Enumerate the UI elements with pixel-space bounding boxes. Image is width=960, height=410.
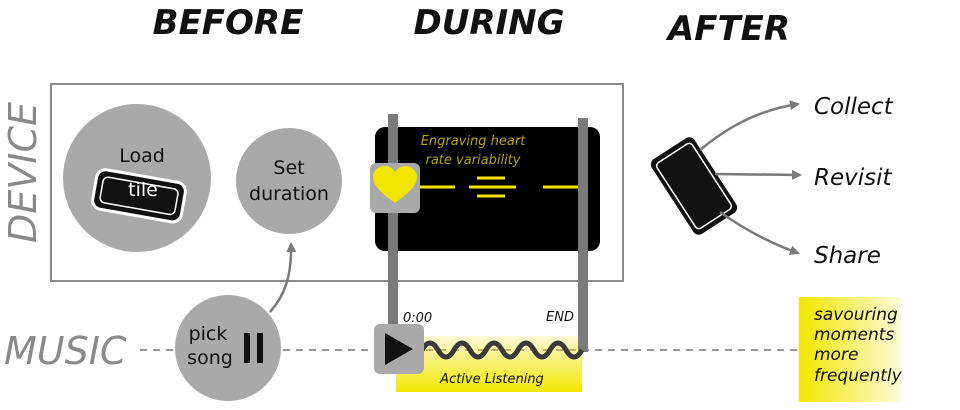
tile-screen xyxy=(375,127,600,251)
heart-rate-sensor xyxy=(370,163,420,213)
play-button[interactable] xyxy=(374,324,424,374)
set-duration-circle xyxy=(236,128,342,234)
load-tile-label-line2: tile xyxy=(128,179,158,201)
phase-before-title: BEFORE xyxy=(153,3,304,43)
pick-song-circle xyxy=(175,295,281,401)
time-end-label: END xyxy=(546,310,574,325)
end-marker-bar xyxy=(578,118,588,352)
share-label: Share xyxy=(814,243,881,269)
set-duration-step: Set duration xyxy=(236,128,342,234)
active-listening-label: Active Listening xyxy=(439,372,544,387)
share-arrow xyxy=(719,210,800,256)
engraving-label-line2: rate variability xyxy=(426,153,521,168)
pick-song-label-line2: song xyxy=(187,347,233,369)
set-duration-label-line2: duration xyxy=(249,183,329,205)
phase-during-title: DURING xyxy=(413,3,564,43)
load-tile-step: Load tile xyxy=(63,104,211,252)
time-start-label: 0:00 xyxy=(403,311,432,326)
engraving-pattern xyxy=(420,176,578,198)
outcome-line3: more xyxy=(814,345,858,365)
play-icon xyxy=(385,333,413,365)
collect-label: Collect xyxy=(814,94,894,120)
phase-after-title: AFTER xyxy=(665,9,790,49)
heart-icon xyxy=(373,166,417,203)
pick-song-label-line1: pick xyxy=(189,323,228,345)
outcome-text: savouring moments more frequently xyxy=(814,305,903,386)
pause-icon xyxy=(244,333,263,363)
load-tile-label-line1: Load xyxy=(119,145,165,167)
outcome-line1: savouring xyxy=(814,305,898,325)
tile-device-icon xyxy=(91,168,187,224)
outcome-line2: moments xyxy=(814,325,894,345)
device-lane-label: DEVICE xyxy=(1,102,45,243)
start-marker-bar xyxy=(388,114,398,332)
device-lane-frame xyxy=(50,83,624,282)
phone-device-icon xyxy=(647,134,741,238)
music-lane-label: MUSIC xyxy=(4,329,127,373)
revisit-label: Revisit xyxy=(814,165,893,191)
audio-waveform xyxy=(419,340,585,360)
engraving-label-line1: Engraving heart xyxy=(421,134,526,149)
outcome-box xyxy=(799,297,901,402)
set-duration-label-line1: Set xyxy=(273,157,304,179)
pick-song-step: pick song xyxy=(175,295,281,401)
collect-arrow xyxy=(699,100,800,151)
pick-to-duration-arrow xyxy=(269,242,297,313)
revisit-arrow xyxy=(714,169,802,180)
outcome-line4: frequently xyxy=(814,366,903,386)
